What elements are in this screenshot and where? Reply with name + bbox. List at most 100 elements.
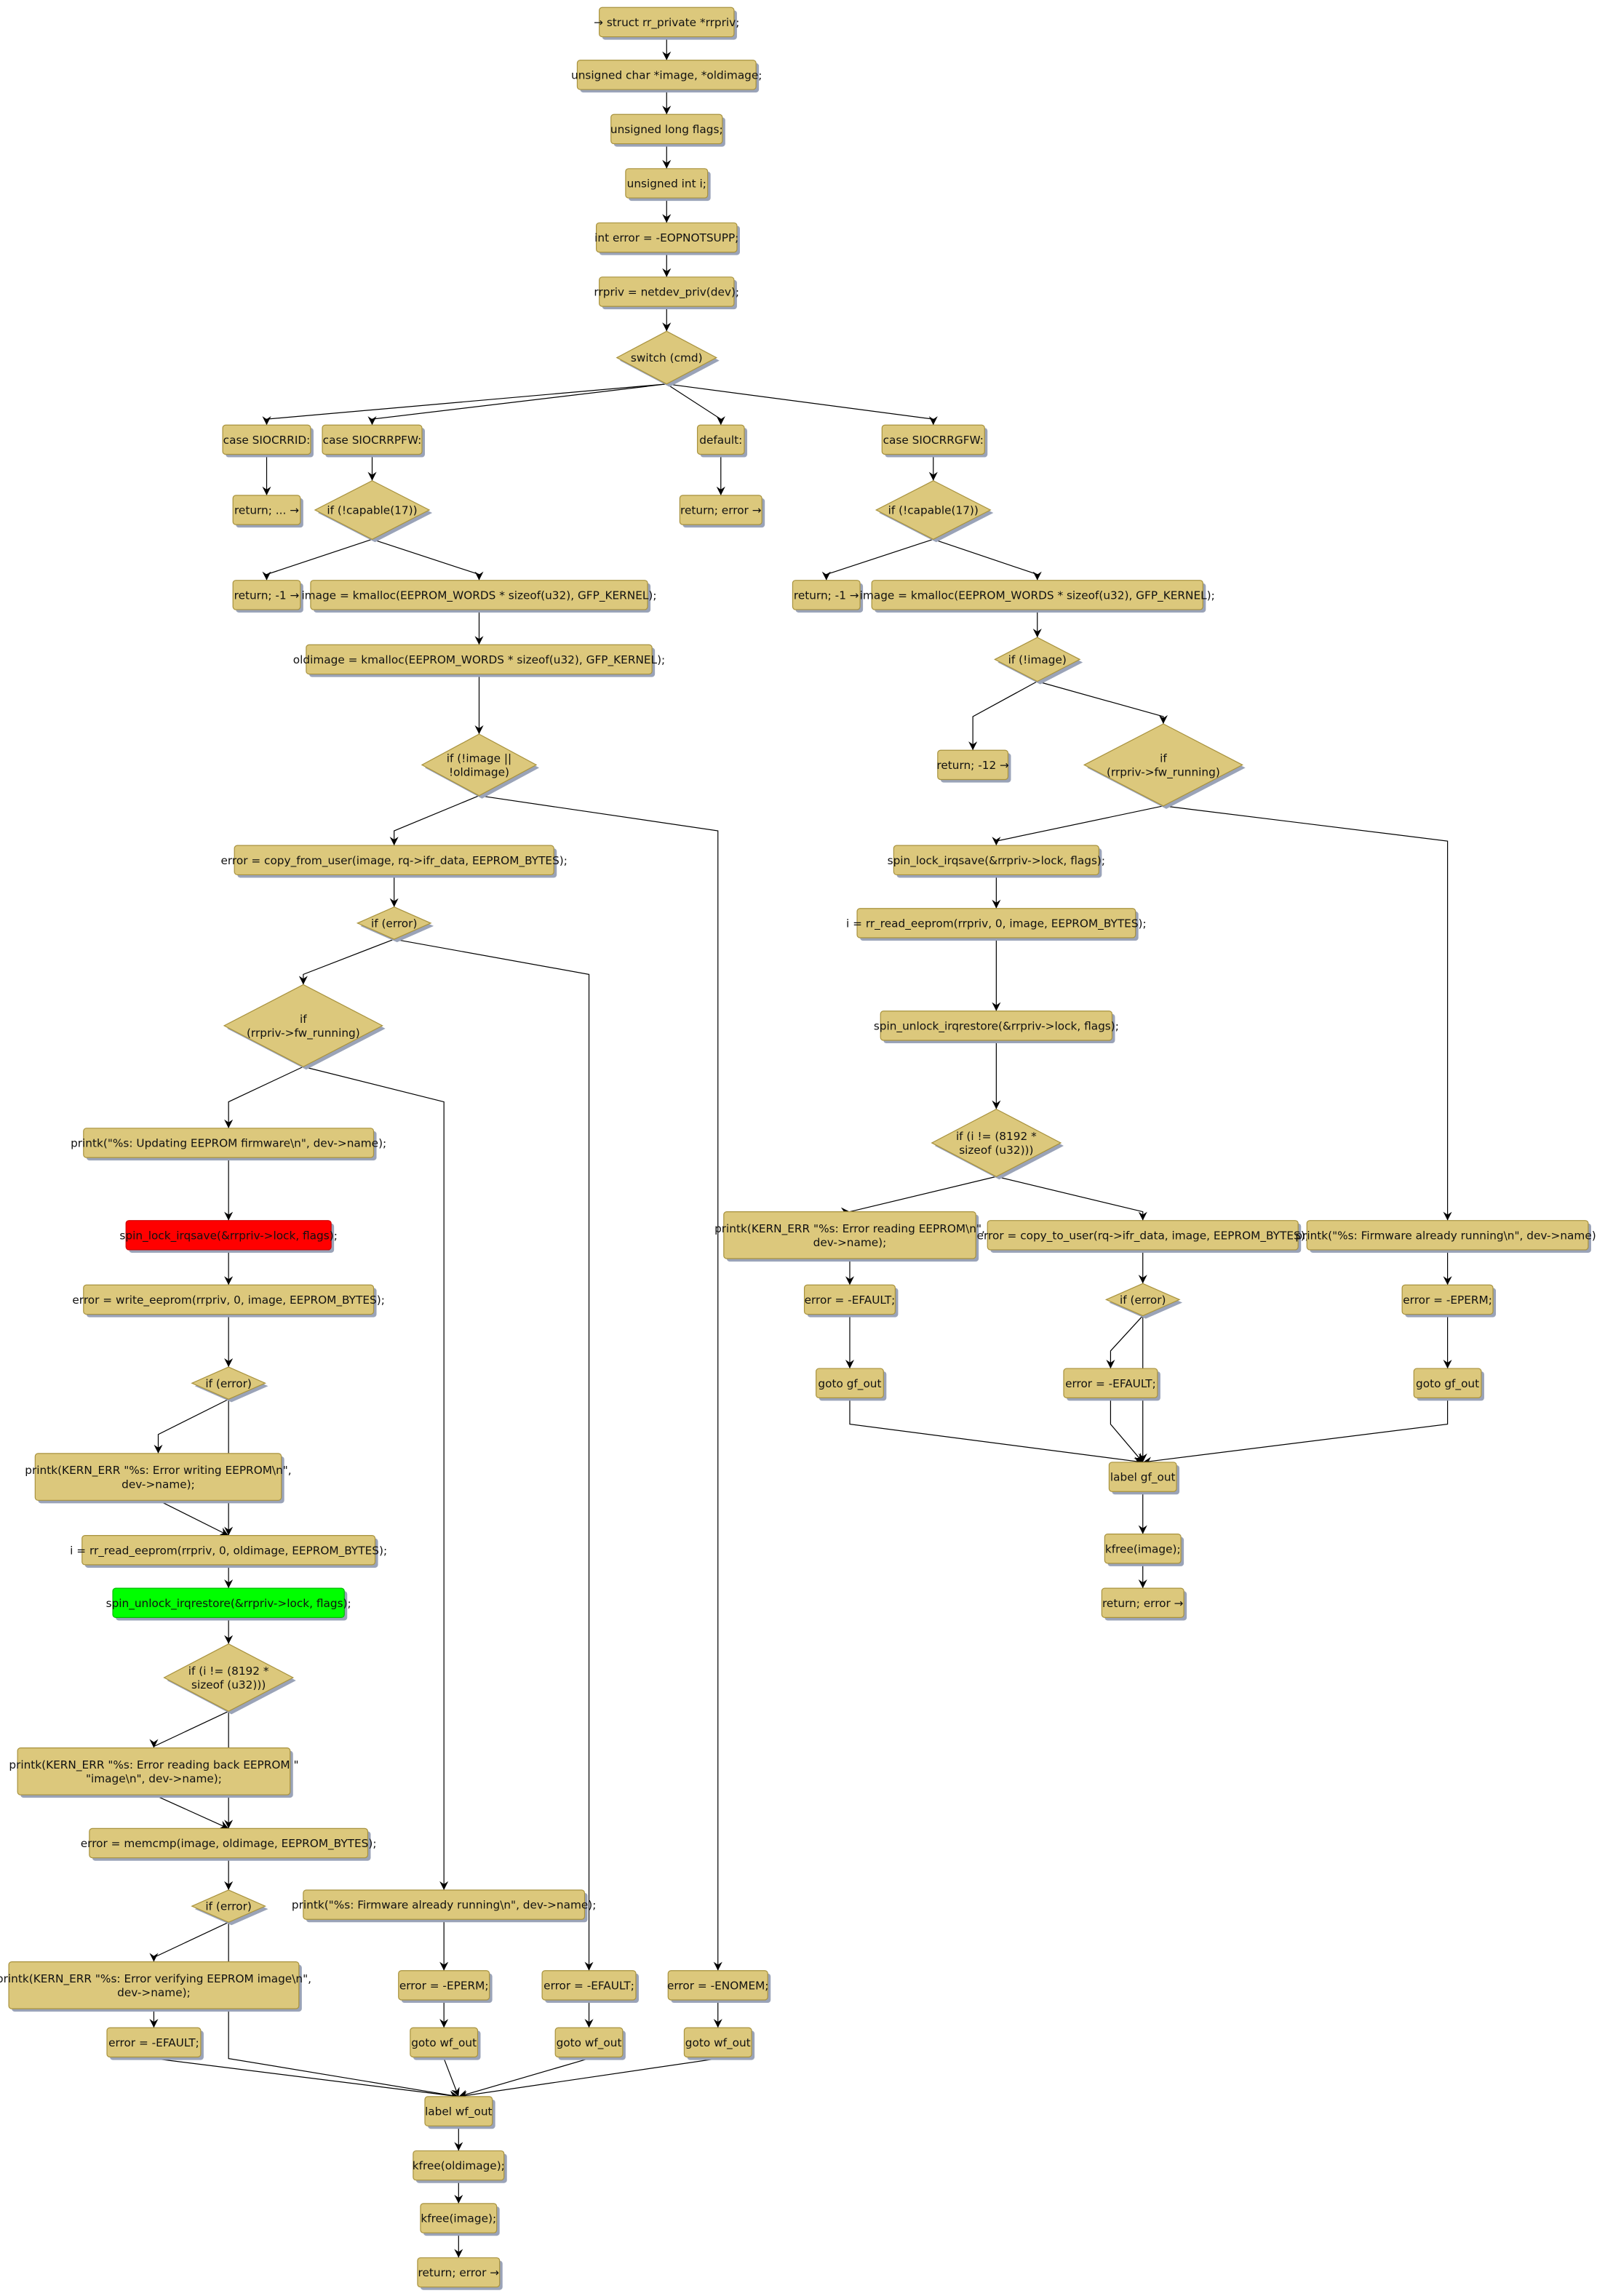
node-shape [410, 2027, 479, 2058]
node-shape [576, 60, 757, 90]
node-label: sizeof (u32))) [959, 1144, 1033, 1157]
node-label: unsigned char *image, *oldimage; [571, 69, 762, 82]
edge-d8-e1 [224, 1066, 304, 1128]
node-shape [89, 1827, 369, 1859]
node-shape [625, 168, 709, 199]
edge-b10-b12 [1110, 1398, 1144, 1463]
node-label: if (!image) [1008, 653, 1067, 666]
node-label: error = -EFAULT; [108, 2036, 199, 2049]
node-label: return; error → [1102, 1597, 1184, 1610]
node-label: return; error → [680, 504, 762, 517]
node-label: return; error → [418, 2266, 500, 2279]
statement-node-e10: printk(KERN_ERR "%s: Error verifying EEP… [0, 1961, 311, 2012]
node-label: spin_unlock_irqrestore(&rrpriv->lock, fl… [874, 1019, 1119, 1033]
edge-e11-w1 [153, 2057, 459, 2100]
statement-node-a2: image = kmalloc(EEPROM_WORDS * sizeof(u3… [860, 580, 1215, 613]
node-label: error = copy_to_user(rq->ifr_data, image… [977, 1229, 1309, 1243]
nodes: → struct rr_private *rrpriv; unsigned cha… [0, 7, 1597, 2290]
node-label: error = -ENOMEM; [667, 1980, 768, 1993]
node-shape [541, 1970, 637, 2001]
statement-node-f2: error = -EFAULT; [541, 1970, 639, 2004]
node-label: if (error) [1120, 1294, 1166, 1307]
statement-node-r4: return; -1 → [792, 580, 864, 613]
node-label: → struct rr_private *rrpriv; [594, 16, 739, 30]
node-shape [306, 644, 653, 675]
statement-node-n6: rrpriv = netdev_priv(dev); [594, 276, 739, 310]
statement-node-b7: error = -EFAULT; [803, 1284, 899, 1318]
node-label: spin_lock_irqsave(&rrpriv->lock, flags); [888, 854, 1105, 868]
edge-g3-w1 [458, 2057, 719, 2100]
node-shape [34, 1453, 282, 1501]
node-shape [191, 1366, 266, 1400]
statement-node-b14: return; error → [1101, 1587, 1187, 1621]
statement-node-n1: → struct rr_private *rrpriv; [594, 7, 739, 40]
statement-node-w3: kfree(image); [420, 2203, 500, 2236]
node-shape [163, 1643, 295, 1712]
statement-node-b8: error = -EPERM; [1401, 1284, 1497, 1318]
node-label: dev->name); [813, 1236, 887, 1249]
node-label: i = rr_read_eeprom(rrpriv, 0, image, EEP… [846, 917, 1147, 931]
statement-node-e4: printk(KERN_ERR "%s: Error writing EEPRO… [25, 1453, 292, 1504]
node-shape [303, 1889, 586, 1920]
statement-node-b11: goto gf_out [1413, 1368, 1484, 1401]
node-label: printk("%s: Firmware already running\n",… [1295, 1229, 1597, 1242]
decision-node-d13: if (error) [191, 1889, 268, 1926]
edge-d1-c3 [666, 383, 725, 426]
node-label: if (!image || [447, 752, 511, 765]
node-shape [1104, 1283, 1181, 1317]
statement-node-n4: unsigned int i; [625, 168, 711, 202]
node-shape [1413, 1368, 1482, 1398]
node-shape [424, 2096, 493, 2126]
node-label: return; ... → [234, 504, 299, 517]
node-shape [994, 637, 1081, 682]
node-label: if (!capable(17)) [327, 504, 417, 517]
node-shape [314, 480, 431, 540]
node-label: return; -1 → [234, 589, 300, 602]
statement-node-e5: i = rr_read_eeprom(rrpriv, 0, oldimage, … [70, 1535, 387, 1568]
edge-d12-e7 [149, 1710, 229, 1748]
node-label: case SIOCRRID: [223, 434, 311, 447]
statement-node-g3: goto wf_out [683, 2027, 755, 2060]
node-shape [222, 424, 311, 455]
node-shape [232, 495, 301, 525]
edge-d11-e4 [154, 1398, 229, 1454]
statement-node-b6: printk("%s: Firmware already running\n",… [1295, 1220, 1597, 1253]
node-label: default: [699, 434, 742, 447]
edge-d6-b6 [1163, 805, 1452, 1221]
node-label: switch (cmd) [631, 351, 703, 364]
node-label: goto gf_out [818, 1377, 881, 1391]
node-label: goto wf_out [685, 2036, 751, 2050]
node-label: if [1160, 752, 1167, 765]
node-label: error = copy_from_user(image, rq->ifr_da… [220, 854, 567, 868]
node-shape [554, 2027, 624, 2058]
node-shape [322, 424, 423, 455]
node-shape [398, 1970, 490, 2001]
node-label: if (!capable(17)) [888, 504, 979, 517]
node-label: label wf_out [425, 2105, 492, 2119]
node-label: image = kmalloc(EEPROM_WORDS * sizeof(u3… [860, 589, 1215, 602]
node-label: spin_unlock_irqrestore(&rrpriv->lock, fl… [106, 1597, 351, 1611]
statement-node-n3: unsigned long flags; [610, 113, 725, 147]
node-label: rrpriv = netdev_priv(dev); [594, 286, 739, 300]
edge-d2-r2 [262, 538, 373, 581]
edge-d13-e10 [149, 1921, 229, 1962]
node-shape [875, 480, 992, 540]
edge-d3-a2 [933, 538, 1042, 581]
node-shape [1104, 1534, 1182, 1564]
node-label: if (error) [205, 1377, 251, 1390]
statement-node-c3: default: [696, 424, 748, 458]
node-label: printk(KERN_ERR "%s: Error verifying EEP… [0, 1972, 311, 1986]
node-shape [696, 424, 745, 455]
node-label: if (error) [205, 1900, 251, 1913]
node-label: "image\n", dev->name); [86, 1772, 222, 1785]
node-shape [871, 580, 1203, 610]
statement-node-e9: printk("%s: Firmware already running\n",… [292, 1889, 596, 1923]
statement-node-r1: return; ... → [232, 495, 303, 528]
edge-d4-d6 [1037, 681, 1168, 725]
node-shape [880, 1011, 1113, 1041]
node-label: kfree(oldimage); [413, 2159, 505, 2172]
node-label: printk(KERN_ERR "%s: Error writing EEPRO… [25, 1464, 291, 1478]
node-label: unsigned long flags; [610, 123, 723, 136]
node-label: image = kmalloc(EEPROM_WORDS * sizeof(u3… [301, 589, 656, 602]
statement-node-n5: int error = -EOPNOTSUPP; [594, 222, 740, 255]
